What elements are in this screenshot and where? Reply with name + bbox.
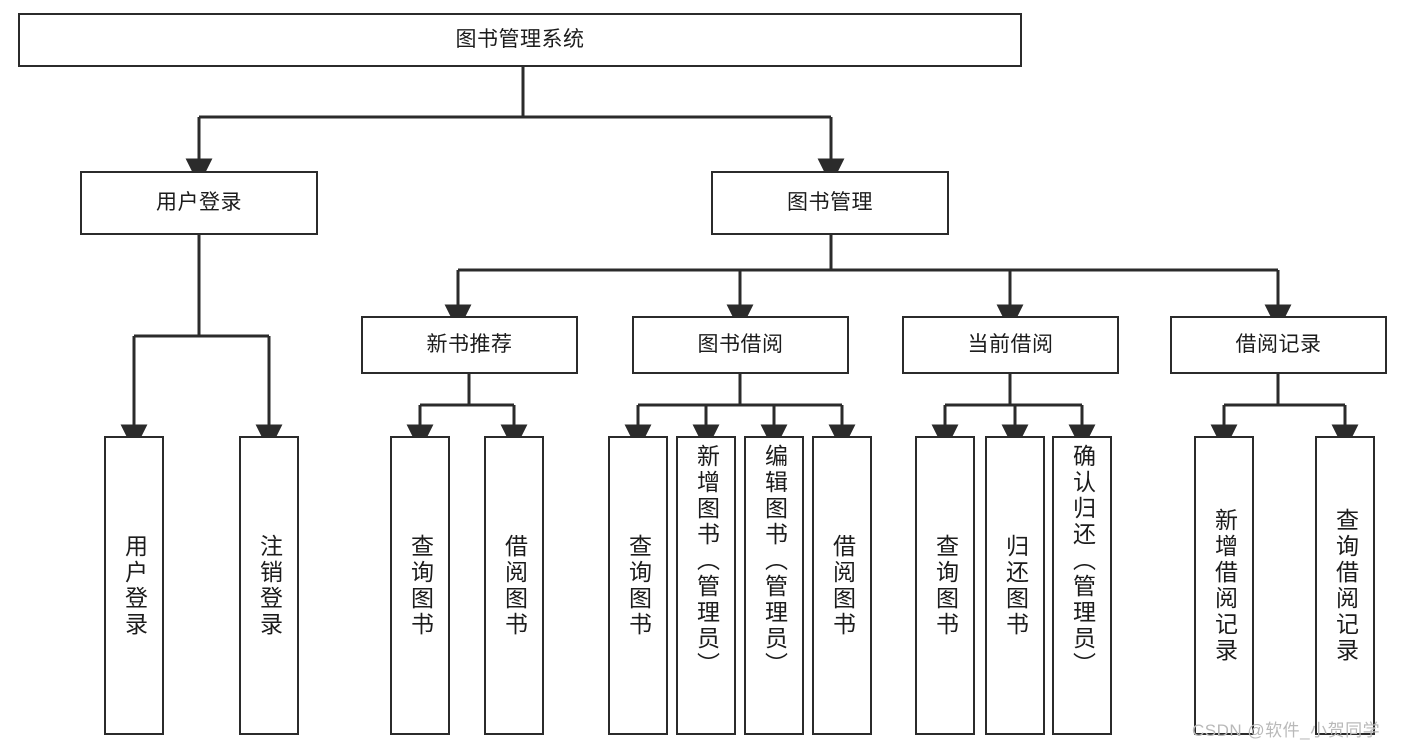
leaf-borrow-query-book[interactable]: 查询图书 <box>608 436 668 735</box>
node-root[interactable]: 图书管理系统 <box>18 13 1022 67</box>
leaf-borrow-add-book[interactable]: 新增图书（管理员） <box>676 436 736 735</box>
leaf-user-login-login[interactable]: 用户登录 <box>104 436 164 735</box>
node-user-login[interactable]: 用户登录 <box>80 171 318 235</box>
leaf-borrow-borrow-book[interactable]: 借阅图书 <box>812 436 872 735</box>
leaf-borrow-add-book-label: 新增图书（管理员） <box>693 444 720 678</box>
leaf-record-add[interactable]: 新增借阅记录 <box>1194 436 1254 735</box>
leaf-current-return-book[interactable]: 归还图书 <box>985 436 1045 735</box>
node-book-management-label: 图书管理 <box>787 191 873 215</box>
leaf-current-query-book[interactable]: 查询图书 <box>915 436 975 735</box>
leaf-user-login-logout[interactable]: 注销登录 <box>239 436 299 735</box>
node-root-label: 图书管理系统 <box>455 28 585 52</box>
leaf-user-login-logout-label: 注销登录 <box>256 533 283 638</box>
node-new-book-recommend[interactable]: 新书推荐 <box>361 316 578 374</box>
leaf-current-query-book-label: 查询图书 <box>932 533 959 638</box>
node-new-book-recommend-label: 新书推荐 <box>426 333 513 357</box>
node-book-management[interactable]: 图书管理 <box>711 171 949 235</box>
node-current-borrow-label: 当前借阅 <box>967 333 1054 357</box>
leaf-current-confirm-return[interactable]: 确认归还（管理员） <box>1052 436 1112 735</box>
leaf-record-query[interactable]: 查询借阅记录 <box>1315 436 1375 735</box>
csdn-watermark: CSDN @软件_小贺同学 <box>1192 721 1381 740</box>
leaf-new-book-query-label: 查询图书 <box>407 533 434 638</box>
node-borrow-record[interactable]: 借阅记录 <box>1170 316 1387 374</box>
leaf-current-return-book-label: 归还图书 <box>1002 533 1029 638</box>
node-user-login-label: 用户登录 <box>156 191 242 215</box>
leaf-new-book-query[interactable]: 查询图书 <box>390 436 450 735</box>
leaf-borrow-borrow-book-label: 借阅图书 <box>829 533 856 638</box>
leaf-record-query-label: 查询借阅记录 <box>1332 507 1359 664</box>
leaf-new-book-borrow[interactable]: 借阅图书 <box>484 436 544 735</box>
node-borrow-record-label: 借阅记录 <box>1235 333 1322 357</box>
leaf-borrow-edit-book[interactable]: 编辑图书（管理员） <box>744 436 804 735</box>
leaf-record-add-label: 新增借阅记录 <box>1211 507 1238 664</box>
leaf-new-book-borrow-label: 借阅图书 <box>501 533 528 638</box>
leaf-current-confirm-return-label: 确认归还（管理员） <box>1069 444 1096 678</box>
node-book-borrow[interactable]: 图书借阅 <box>632 316 849 374</box>
leaf-user-login-login-label: 用户登录 <box>121 533 148 638</box>
leaf-borrow-edit-book-label: 编辑图书（管理员） <box>761 444 788 678</box>
node-current-borrow[interactable]: 当前借阅 <box>902 316 1119 374</box>
node-book-borrow-label: 图书借阅 <box>697 333 784 357</box>
leaf-borrow-query-book-label: 查询图书 <box>625 533 652 638</box>
